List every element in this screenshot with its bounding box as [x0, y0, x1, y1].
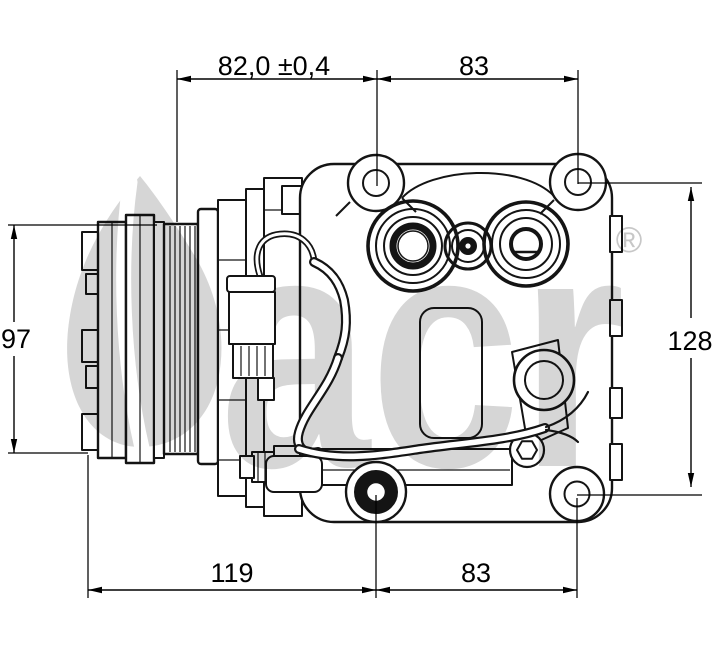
lower-plate: [265, 455, 323, 493]
dimension-annotations: 82,0 ±0,4 83 97 128 119 83: [1, 51, 712, 598]
watermark: acr ®: [67, 163, 642, 537]
registered-trademark-icon: ®: [616, 219, 643, 260]
dimension-arrowheads: [10, 75, 695, 594]
watermark-leaf-vein: [116, 174, 150, 456]
dimension-label-right: 128: [667, 326, 712, 356]
watermark-leaf-drop: [67, 176, 222, 447]
watermark-brand-text: acr: [220, 163, 625, 537]
label-plate: [419, 307, 483, 439]
port-left-opening: [389, 222, 437, 270]
body-right-tab: [609, 387, 623, 419]
harness-wire: [544, 390, 590, 429]
body-right-tab: [609, 443, 623, 481]
port-boss-left: [366, 199, 460, 293]
connector-block: [228, 291, 276, 345]
dimension-label-top-right: 83: [459, 51, 489, 81]
dimension-label-bottom-right: 83: [461, 558, 491, 588]
connector-terminals: [232, 343, 274, 379]
bolt-hole-top-left: [362, 169, 390, 197]
port-right-opening: [509, 227, 543, 261]
body-right-tab: [609, 215, 623, 253]
body-top-edge: [401, 172, 555, 199]
body-right-tab: [609, 299, 623, 337]
dimension-label-left: 97: [1, 324, 31, 354]
harness-wire: [544, 428, 580, 444]
port-boss-center: [443, 221, 493, 271]
port-bosses: [366, 199, 570, 293]
link-boss: [512, 348, 576, 412]
tension-link: [508, 339, 576, 469]
electrical-connector: [226, 275, 276, 401]
wiring-harness: [226, 230, 590, 462]
connector-cap: [226, 275, 276, 293]
dimension-label-bottom-left: 119: [210, 558, 253, 588]
dimension-label-top-left: 82,0 ±0,4: [218, 51, 330, 81]
bottom-mount-ears: [344, 460, 606, 524]
connector-foot: [257, 377, 275, 401]
manifold-fitting: [239, 455, 255, 479]
mount-ear-top-left: [346, 153, 406, 213]
